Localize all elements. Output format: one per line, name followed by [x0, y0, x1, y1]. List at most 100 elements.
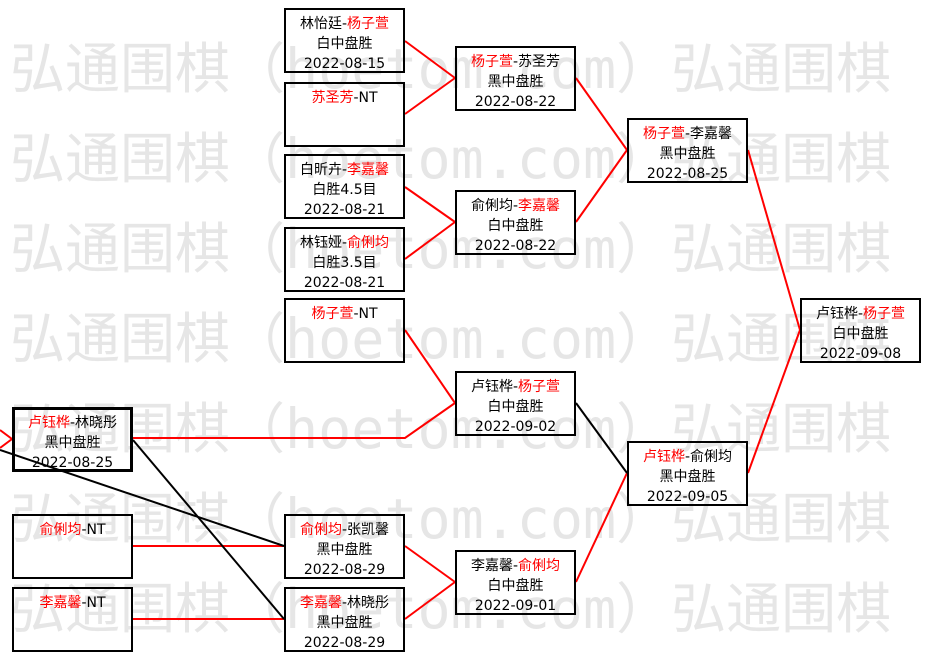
player-name: 李嘉馨 — [470, 558, 513, 574]
watermark-row: 弘通围棋（hoetom.com）弘通围棋 — [10, 578, 922, 640]
match-players: 卢钰桦-杨子萱 — [802, 304, 919, 324]
player-name: 林晓彤 — [347, 595, 390, 611]
name-separator: - — [512, 379, 519, 395]
match-box-7: 李嘉馨-NT — [12, 587, 133, 652]
name-separator: - — [353, 90, 359, 106]
watermark-brand: 弘通围棋 — [671, 218, 892, 280]
match-date: 2022-08-22 — [474, 238, 557, 254]
player-name: 卢钰桦 — [815, 306, 858, 322]
watermark-brand: 弘通围棋 — [671, 308, 892, 370]
player-name: 林怡廷 — [299, 16, 342, 32]
watermark-row: 弘通围棋（hoetom.com）弘通围棋 — [10, 38, 922, 100]
player-name: NT — [358, 90, 378, 106]
watermark-brand: 弘通围棋 — [671, 488, 892, 550]
player-name: 俞俐均 — [39, 522, 82, 538]
player-name: 林晓彤 — [75, 415, 118, 431]
connector-line — [575, 77, 628, 151]
player-name: 苏圣芳 — [311, 90, 354, 106]
player-name: 李嘉馨 — [347, 162, 390, 178]
name-separator: - — [341, 522, 348, 538]
match-players: 林钰娅-俞俐均 — [286, 233, 403, 253]
player-name: 卢钰桦 — [27, 415, 70, 431]
match-box-1: 苏圣芳-NT — [284, 82, 405, 147]
player-name: 李嘉馨 — [299, 595, 342, 611]
connector-line — [575, 402, 628, 474]
player-name: 俞俐均 — [690, 449, 733, 465]
name-separator: - — [341, 235, 348, 251]
watermark-site: （hoetom.com） — [230, 308, 672, 370]
player-name: 卢钰桦 — [470, 379, 513, 395]
connector-line — [404, 221, 456, 260]
match-players: 白昕卉-李嘉馨 — [286, 160, 403, 180]
match-result: 黑中盘胜 — [659, 469, 716, 485]
match-result: 白胜4.5目 — [312, 182, 377, 198]
match-date: 2022-08-25 — [646, 166, 729, 182]
connector-line — [404, 40, 456, 79]
match-players: 杨子萱-李嘉馨 — [629, 124, 746, 144]
watermark-brand: 弘通围棋 — [671, 578, 892, 640]
watermark-row: 弘通围棋（hoetom.com）弘通围棋 — [10, 308, 922, 370]
connector-line — [404, 581, 456, 620]
name-separator: - — [684, 449, 691, 465]
match-box-6: 俞俐均-NT — [12, 514, 133, 579]
match-box-4: 杨子萱-NT — [284, 298, 405, 363]
match-players: 俞俐均-李嘉馨 — [457, 196, 574, 216]
player-name: 卢钰桦 — [642, 449, 685, 465]
player-name: NT — [86, 595, 106, 611]
match-players: 俞俐均-NT — [14, 520, 131, 540]
match-result: 白中盘胜 — [487, 218, 544, 234]
watermark-brand: 弘通围棋 — [10, 308, 231, 370]
connector-line — [575, 149, 628, 223]
match-box-0: 林怡廷-杨子萱 白中盘胜 2022-08-15 — [284, 8, 405, 73]
watermark-brand: 弘通围棋 — [671, 38, 892, 100]
match-players: 李嘉馨-俞俐均 — [457, 556, 574, 576]
watermark-brand: 弘通围棋 — [10, 218, 231, 280]
watermark-brand: 弘通围棋 — [10, 38, 231, 100]
connector-line-entry — [0, 429, 14, 449]
connector-line — [133, 402, 456, 439]
player-name: 张凯馨 — [347, 522, 390, 538]
match-date: 2022-08-22 — [474, 94, 557, 110]
match-result: 黑中盘胜 — [316, 615, 373, 631]
match-box-final: 卢钰桦-杨子萱 白中盘胜 2022-09-08 — [800, 298, 921, 363]
match-box-11: 俞俐均-李嘉馨 白中盘胜 2022-08-22 — [455, 190, 576, 255]
match-players: 俞俐均-张凯馨 — [286, 520, 403, 540]
name-separator: - — [341, 162, 348, 178]
match-players: 林怡廷-杨子萱 — [286, 14, 403, 34]
name-separator: - — [684, 126, 691, 142]
name-separator: - — [69, 415, 76, 431]
match-date: 2022-09-01 — [474, 598, 557, 614]
player-name: 俞俐均 — [518, 558, 561, 574]
match-box-9: 李嘉馨-林晓彤 黑中盘胜 2022-08-29 — [284, 587, 405, 652]
connector-line — [404, 186, 456, 223]
match-players: 李嘉馨-林晓彤 — [286, 593, 403, 613]
watermark-site: （hoetom.com） — [230, 38, 672, 100]
name-separator: - — [341, 595, 348, 611]
player-name: 杨子萱 — [311, 306, 354, 322]
connector-line — [132, 439, 285, 620]
player-name: 林钰娅 — [299, 235, 342, 251]
player-name: NT — [86, 522, 106, 538]
watermark-site: （hoetom.com） — [230, 488, 672, 550]
match-box-10: 杨子萱-苏圣芳 黑中盘胜 2022-08-22 — [455, 46, 576, 111]
player-name: 李嘉馨 — [518, 198, 561, 214]
match-date: 2022-08-21 — [303, 202, 386, 218]
match-players: 卢钰桦-杨子萱 — [457, 377, 574, 397]
watermark-row: 弘通围棋（hoetom.com）弘通围棋 — [10, 128, 922, 190]
match-date: 2022-08-29 — [303, 562, 386, 578]
watermark-site: （hoetom.com） — [230, 398, 672, 460]
player-name: 白昕卉 — [299, 162, 342, 178]
match-result: 白中盘胜 — [316, 36, 373, 52]
winner-connectors — [0, 40, 801, 620]
name-separator: - — [81, 522, 87, 538]
match-date: 2022-09-02 — [474, 419, 557, 435]
name-separator: - — [512, 558, 519, 574]
match-result: 白胜3.5目 — [312, 255, 377, 271]
match-result: 白中盘胜 — [487, 578, 544, 594]
match-result: 黑中盘胜 — [487, 74, 544, 90]
match-box-13: 李嘉馨-俞俐均 白中盘胜 2022-09-01 — [455, 550, 576, 615]
connector-line — [404, 77, 456, 115]
player-name: 杨子萱 — [518, 379, 561, 395]
match-date: 2022-09-05 — [646, 489, 729, 505]
